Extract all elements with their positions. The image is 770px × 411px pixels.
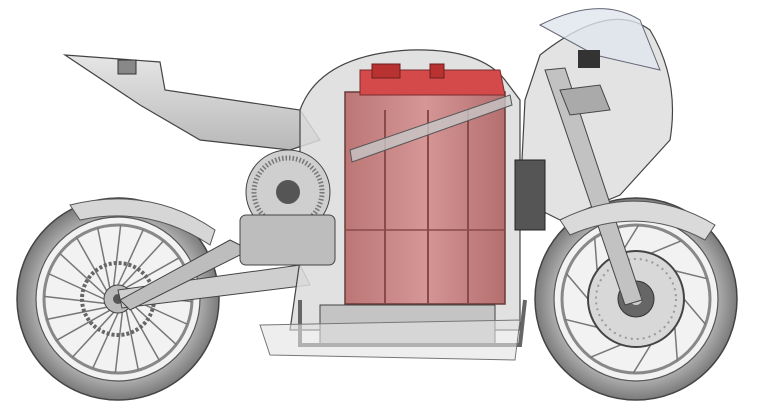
spoke <box>650 240 682 255</box>
spoke <box>590 343 622 358</box>
front-fender <box>559 200 716 241</box>
rear-wheel <box>16 197 220 401</box>
spoke <box>121 240 165 287</box>
rear-fender <box>69 198 216 246</box>
spoke <box>112 224 122 286</box>
motor <box>239 149 336 266</box>
spoke <box>117 229 145 286</box>
spoke <box>130 302 177 346</box>
spoke <box>59 252 106 296</box>
battery-pack <box>344 63 513 305</box>
spoke <box>683 298 707 325</box>
spoke <box>674 270 708 280</box>
spoke <box>632 344 652 374</box>
front-fork <box>544 50 643 306</box>
spoke <box>56 309 111 341</box>
spoke <box>674 327 679 361</box>
spoke <box>48 272 105 300</box>
spoke <box>114 312 124 374</box>
spoke <box>91 312 119 369</box>
spoke <box>565 273 589 300</box>
spoke <box>71 311 115 358</box>
spoke <box>46 306 107 321</box>
belly-pan <box>259 319 521 361</box>
windscreen <box>538 8 661 71</box>
spoke <box>76 237 108 292</box>
spoke <box>593 237 598 271</box>
spoke <box>128 306 160 361</box>
spoke <box>125 310 140 371</box>
spoke <box>564 318 598 328</box>
tail-section <box>62 54 321 151</box>
spoke <box>96 227 111 288</box>
spoke <box>125 257 180 289</box>
spoke <box>43 295 105 305</box>
